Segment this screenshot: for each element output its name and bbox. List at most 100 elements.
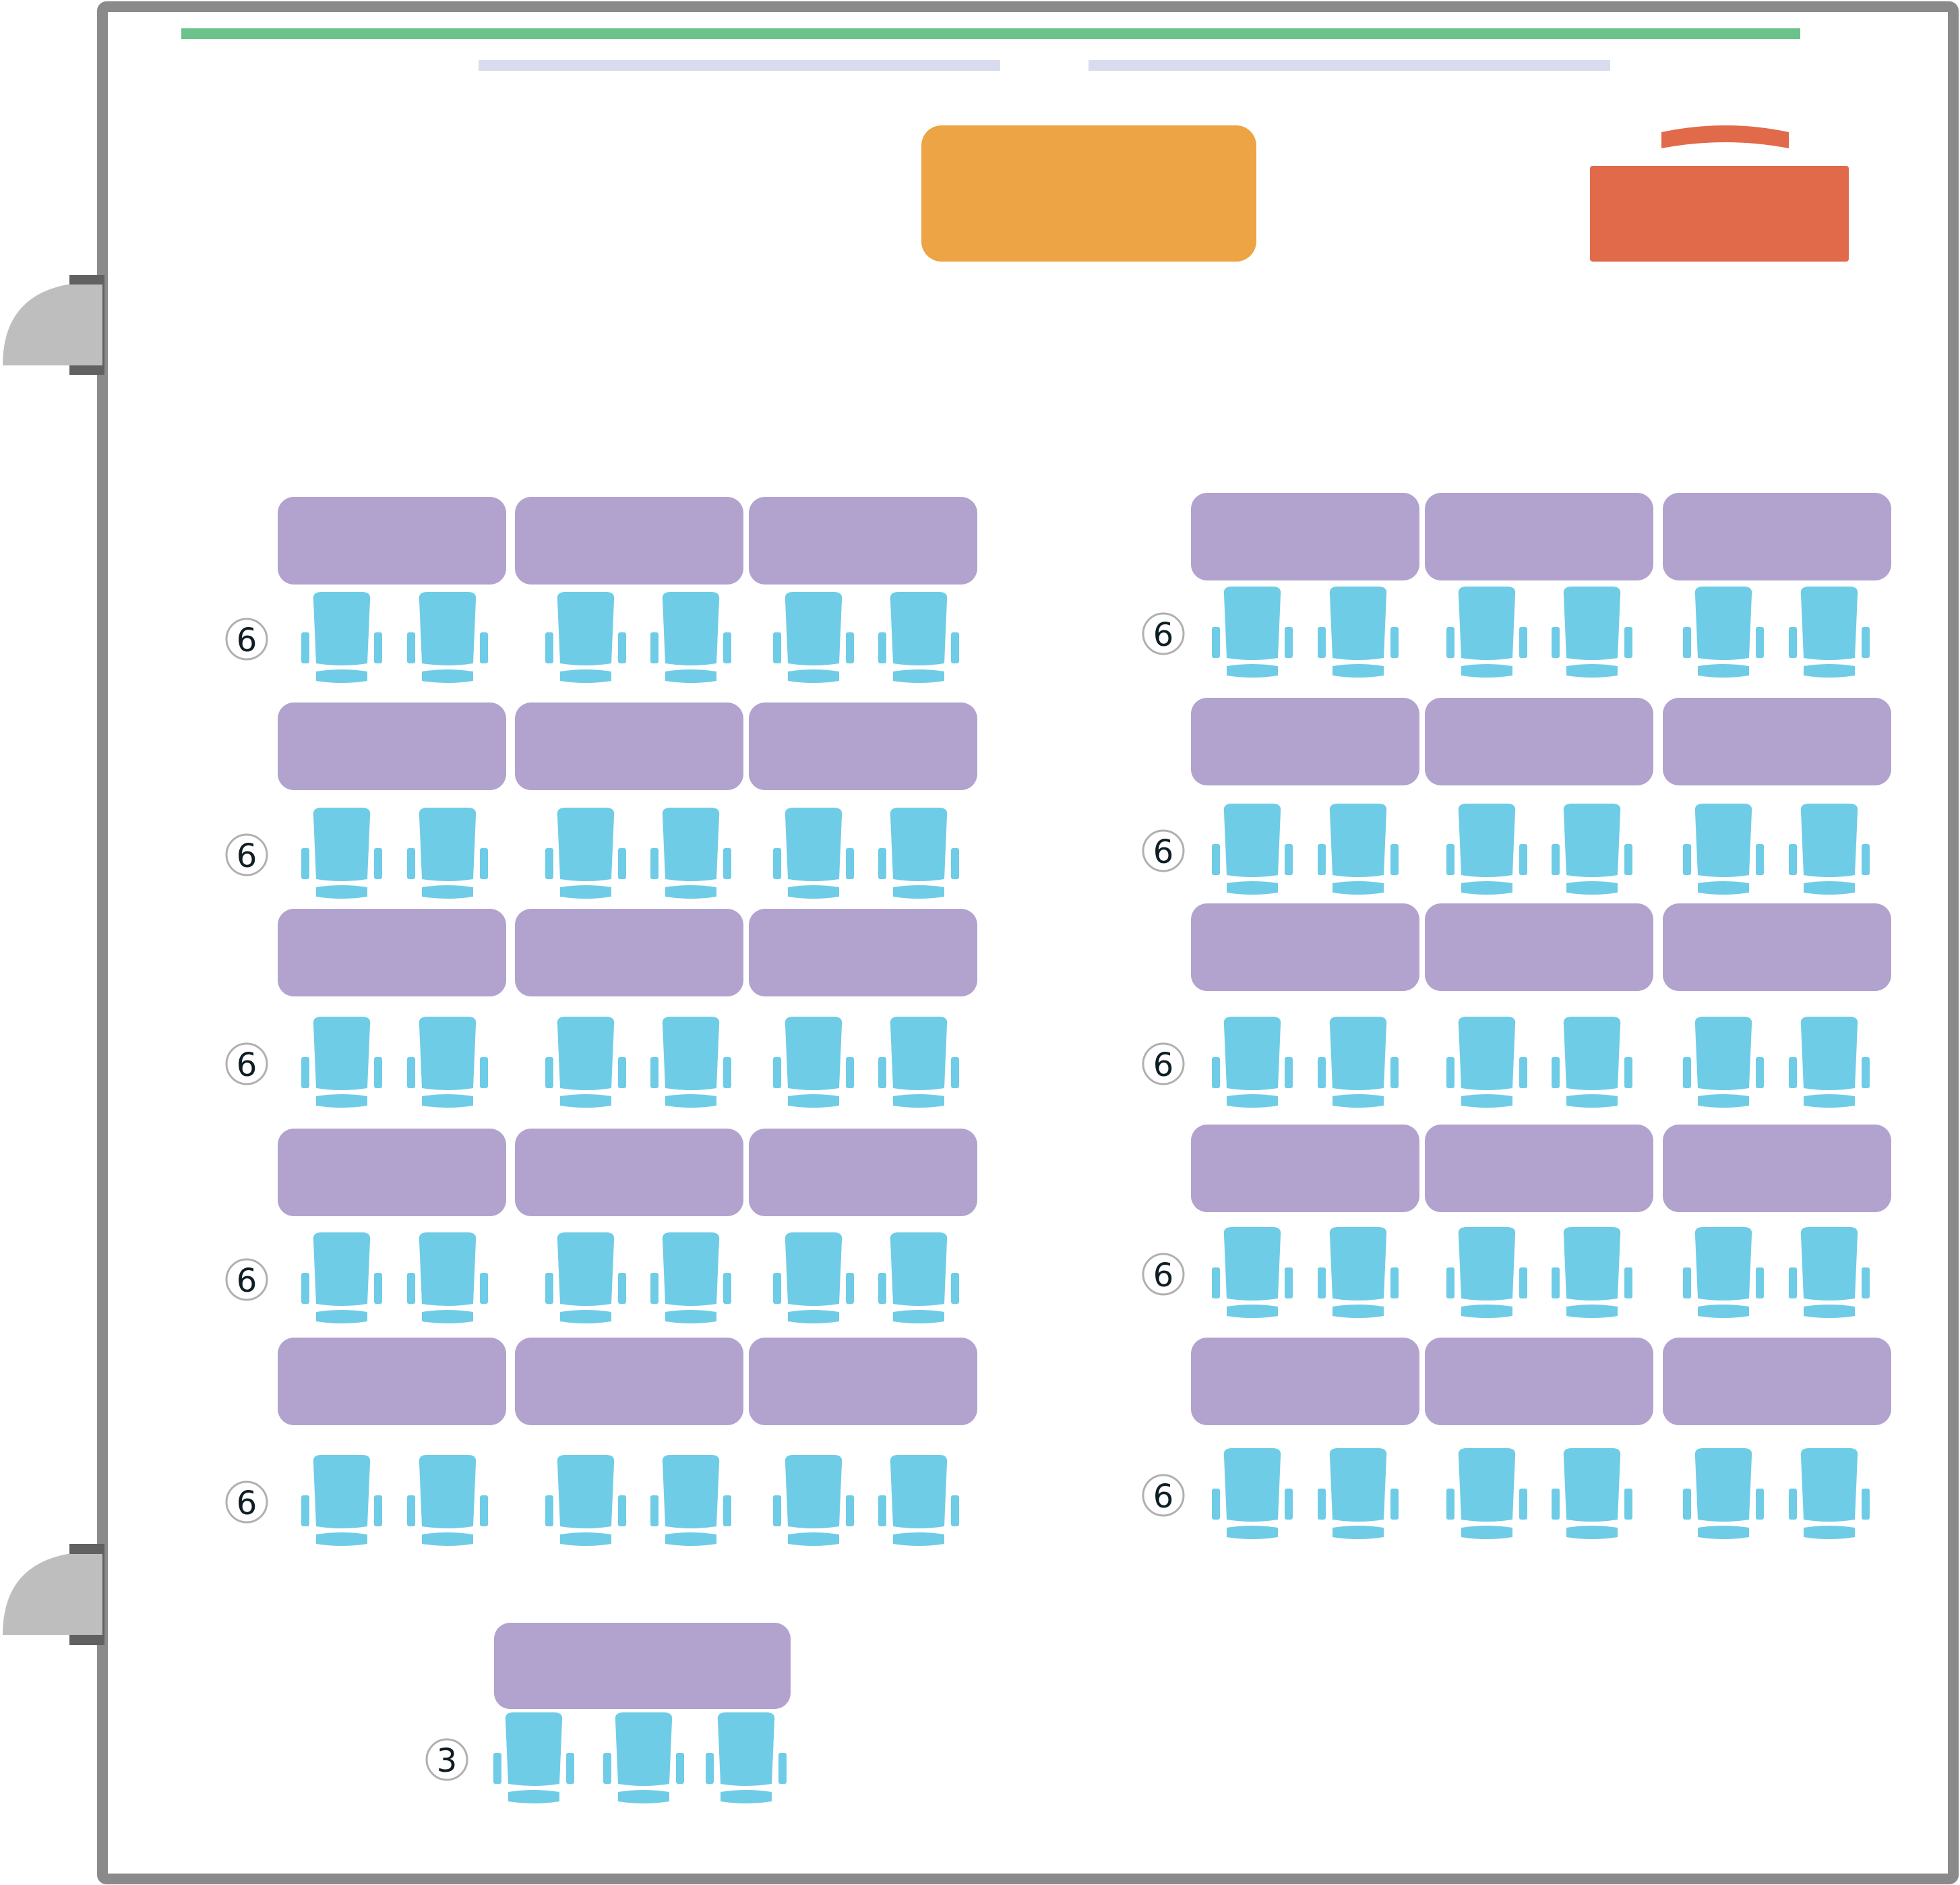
chair-icon[interactable] bbox=[1318, 1227, 1399, 1318]
chair-icon[interactable] bbox=[1446, 587, 1527, 678]
seating-row: 6 bbox=[225, 1129, 977, 1323]
chair-icon[interactable] bbox=[1446, 1227, 1527, 1318]
chair-icon[interactable] bbox=[1552, 587, 1632, 678]
student-table[interactable] bbox=[1663, 698, 1891, 785]
chair-icon[interactable] bbox=[1683, 1017, 1764, 1108]
chair-icon[interactable] bbox=[1318, 804, 1399, 895]
student-table[interactable] bbox=[515, 702, 743, 790]
chair-icon[interactable] bbox=[1318, 1448, 1399, 1539]
chair-icon[interactable] bbox=[1552, 1227, 1632, 1318]
chair-icon[interactable] bbox=[1683, 1448, 1764, 1539]
chair-icon[interactable] bbox=[301, 1232, 382, 1323]
chair-icon[interactable] bbox=[545, 1455, 626, 1546]
chair-icon[interactable] bbox=[650, 808, 731, 899]
chair-icon[interactable] bbox=[407, 1455, 488, 1546]
chair-icon[interactable] bbox=[493, 1712, 574, 1803]
chair-icon[interactable] bbox=[878, 592, 959, 683]
chair-icon[interactable] bbox=[650, 1017, 731, 1108]
chair-icon[interactable] bbox=[1789, 587, 1870, 678]
door-front[interactable] bbox=[3, 275, 104, 375]
chair-icon[interactable] bbox=[1789, 1227, 1870, 1318]
chair-icon[interactable] bbox=[1552, 1448, 1632, 1539]
chair-icon[interactable] bbox=[773, 1017, 854, 1108]
student-table[interactable] bbox=[1425, 698, 1653, 785]
student-table[interactable] bbox=[1663, 1338, 1891, 1425]
chair-icon[interactable] bbox=[1683, 804, 1764, 895]
chair-icon[interactable] bbox=[1552, 1017, 1632, 1108]
student-table[interactable] bbox=[1663, 493, 1891, 580]
student-table[interactable] bbox=[278, 1338, 506, 1425]
chair-icon[interactable] bbox=[1446, 1448, 1527, 1539]
chair-icon[interactable] bbox=[878, 1232, 959, 1323]
student-table[interactable] bbox=[515, 1129, 743, 1216]
presenter-table[interactable] bbox=[921, 125, 1256, 262]
student-table[interactable] bbox=[749, 1338, 977, 1425]
student-table[interactable] bbox=[749, 702, 977, 790]
chair-icon[interactable] bbox=[1212, 1448, 1293, 1539]
chair-icon[interactable] bbox=[878, 1017, 959, 1108]
chair-icon[interactable] bbox=[773, 1232, 854, 1323]
student-table[interactable] bbox=[1191, 698, 1419, 785]
chair-icon[interactable] bbox=[1318, 1017, 1399, 1108]
chair-icon[interactable] bbox=[1446, 1017, 1527, 1108]
chair-icon[interactable] bbox=[301, 1455, 382, 1546]
chair-icon[interactable] bbox=[650, 1232, 731, 1323]
student-table[interactable] bbox=[1191, 1125, 1419, 1212]
chair-icon[interactable] bbox=[545, 808, 626, 899]
chair-icon[interactable] bbox=[545, 592, 626, 683]
student-table[interactable] bbox=[278, 702, 506, 790]
chair-icon[interactable] bbox=[1212, 587, 1293, 678]
chair-icon[interactable] bbox=[878, 808, 959, 899]
chair-icon[interactable] bbox=[1789, 1017, 1870, 1108]
student-table[interactable] bbox=[1191, 903, 1419, 991]
chair-icon[interactable] bbox=[773, 592, 854, 683]
student-table[interactable] bbox=[1425, 1125, 1653, 1212]
chair-icon[interactable] bbox=[301, 808, 382, 899]
chair-icon[interactable] bbox=[773, 808, 854, 899]
student-table[interactable] bbox=[278, 1129, 506, 1216]
chair-icon[interactable] bbox=[1789, 804, 1870, 895]
chair-icon[interactable] bbox=[1212, 1017, 1293, 1108]
student-table[interactable] bbox=[515, 1338, 743, 1425]
lectern[interactable] bbox=[1590, 166, 1849, 262]
student-table[interactable] bbox=[749, 909, 977, 996]
student-table[interactable] bbox=[1191, 1338, 1419, 1425]
student-table[interactable] bbox=[1663, 1125, 1891, 1212]
student-table[interactable] bbox=[1425, 493, 1653, 580]
chair-icon[interactable] bbox=[650, 1455, 731, 1546]
door-rear[interactable] bbox=[3, 1544, 104, 1645]
student-table[interactable] bbox=[1191, 493, 1419, 580]
chair-icon[interactable] bbox=[1212, 804, 1293, 895]
student-table[interactable] bbox=[1425, 903, 1653, 991]
chair-icon[interactable] bbox=[1683, 1227, 1764, 1318]
student-table[interactable] bbox=[1425, 1338, 1653, 1425]
chair-icon[interactable] bbox=[301, 1017, 382, 1108]
student-table[interactable] bbox=[494, 1623, 791, 1709]
chair-icon[interactable] bbox=[407, 1017, 488, 1108]
student-table[interactable] bbox=[749, 1129, 977, 1216]
chair-icon[interactable] bbox=[1318, 587, 1399, 678]
student-table[interactable] bbox=[278, 497, 506, 585]
student-table[interactable] bbox=[278, 909, 506, 996]
student-table[interactable] bbox=[515, 497, 743, 585]
chair-icon[interactable] bbox=[1552, 804, 1632, 895]
chair-icon[interactable] bbox=[301, 592, 382, 683]
chair-icon[interactable] bbox=[603, 1712, 684, 1803]
chair-icon[interactable] bbox=[407, 808, 488, 899]
student-table[interactable] bbox=[1663, 903, 1891, 991]
student-table[interactable] bbox=[515, 909, 743, 996]
chair-icon[interactable] bbox=[545, 1017, 626, 1108]
student-table[interactable] bbox=[749, 497, 977, 585]
chair-icon[interactable] bbox=[878, 1455, 959, 1546]
chair-icon[interactable] bbox=[773, 1455, 854, 1546]
chair-icon[interactable] bbox=[650, 592, 731, 683]
chair-icon[interactable] bbox=[1212, 1227, 1293, 1318]
chair-icon[interactable] bbox=[706, 1712, 787, 1803]
chair-icon[interactable] bbox=[1683, 587, 1764, 678]
seat-count-label: 6 bbox=[1153, 1478, 1174, 1516]
chair-icon[interactable] bbox=[1789, 1448, 1870, 1539]
chair-icon[interactable] bbox=[407, 1232, 488, 1323]
chair-icon[interactable] bbox=[1446, 804, 1527, 895]
chair-icon[interactable] bbox=[407, 592, 488, 683]
chair-icon[interactable] bbox=[545, 1232, 626, 1323]
